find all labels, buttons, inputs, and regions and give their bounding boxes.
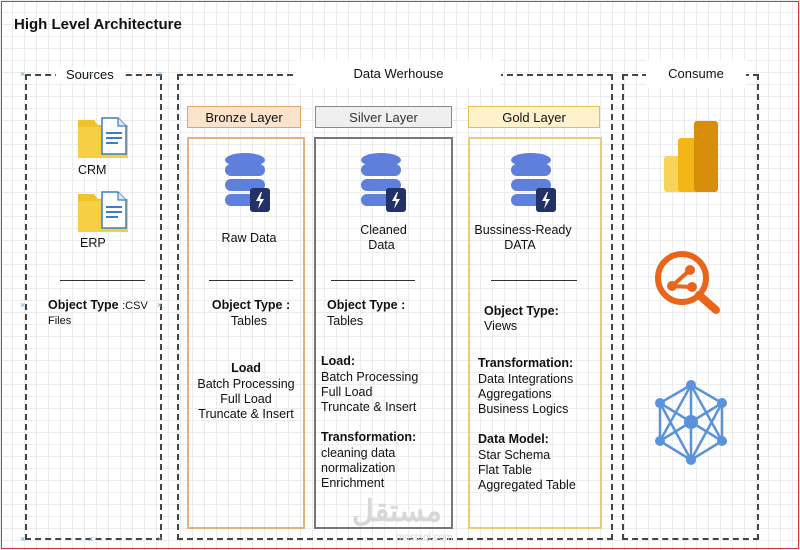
watermark-url: mostaql.com (396, 532, 453, 543)
selection-handle: × (20, 69, 26, 79)
watermark-logo: مستقل (352, 495, 442, 528)
sources-object-type-label: Object Type (48, 298, 119, 312)
bronze-object-type-label: Object Type : (211, 298, 291, 312)
silver-object-type-value: Tables (327, 314, 364, 328)
gold-layer-header: Gold Layer (468, 106, 600, 128)
silver-transform-item: Enrichment (321, 476, 385, 490)
crm-label: CRM (78, 163, 107, 177)
gold-model-label: Data Model: (478, 432, 549, 446)
silver-transform-label: Transformation: (321, 430, 417, 444)
selection-handle: × (20, 534, 26, 544)
bronze-layer-header: Bronze Layer (187, 106, 301, 128)
crm-folder-icon (78, 117, 128, 158)
silver-load-item: Truncate & Insert (321, 400, 417, 414)
database-icon (225, 153, 270, 212)
warehouse-group-label: Data Werhouse (296, 60, 501, 88)
bronze-load-label: Load (231, 361, 261, 375)
silver-data-label-1: Cleaned (360, 223, 407, 237)
gold-transform-item: Data Integrations (478, 372, 574, 386)
diagram-title: High Level Architecture (14, 16, 182, 33)
bronze-object-type-value: Tables (230, 314, 268, 328)
sources-object-type-value2: Files (48, 315, 72, 327)
sources-object-type-value: :CSV (122, 300, 148, 312)
silver-load-label: Load: (321, 354, 356, 368)
silver-transform-item: cleaning data (321, 446, 396, 460)
silver-data-label-2: Data (368, 238, 395, 252)
gold-transform-label: Transformation: (478, 356, 574, 370)
divider (331, 280, 415, 281)
gold-transform-item: Business Logics (478, 402, 569, 416)
gold-model-item: Aggregated Table (478, 478, 576, 492)
silver-layer-box (314, 137, 453, 529)
bronze-load-item: Truncate & Insert (198, 407, 294, 421)
power-bi-icon (664, 121, 718, 192)
silver-layer-header: Silver Layer (315, 106, 452, 128)
sources-object-type: Object Type :CSV (48, 298, 148, 314)
silver-transform-item: normalization (321, 461, 396, 475)
bronze-load-item: Batch Processing (197, 377, 295, 391)
gold-model-item: Star Schema (478, 448, 551, 462)
selection-handle: × (88, 534, 94, 544)
gold-data-label-1: Bussiness-Ready (474, 223, 572, 237)
bronze-data-label: Raw Data (221, 231, 277, 245)
database-icon (361, 153, 406, 212)
divider (491, 280, 577, 281)
divider (60, 280, 145, 281)
erp-label: ERP (80, 236, 106, 250)
database-icon (511, 153, 556, 212)
gold-object-type-value: Views (484, 319, 518, 333)
selection-handle: × (157, 69, 163, 79)
gold-layer-box (468, 137, 602, 529)
analytics-search-icon (655, 251, 720, 314)
silver-load-item: Full Load (321, 385, 373, 399)
gold-transform-item: Aggregations (478, 387, 552, 401)
sources-group-label: Sources (56, 67, 124, 82)
bronze-layer-box (187, 137, 305, 529)
selection-handle: × (157, 534, 163, 544)
selection-handle: × (157, 300, 163, 310)
network-graph-icon (655, 380, 727, 465)
silver-load-item: Batch Processing (321, 370, 419, 384)
gold-model-item: Flat Table (478, 463, 532, 477)
divider (209, 280, 293, 281)
selection-handle: × (88, 69, 94, 79)
silver-object-type-label: Object Type : (327, 298, 406, 312)
selection-handle: × (20, 300, 26, 310)
consume-group-label: Consume (646, 60, 746, 88)
erp-folder-icon (78, 191, 128, 232)
gold-data-label-2: DATA (504, 238, 536, 252)
gold-object-type-label: Object Type: (484, 304, 559, 318)
bronze-load-item: Full Load (220, 392, 272, 406)
